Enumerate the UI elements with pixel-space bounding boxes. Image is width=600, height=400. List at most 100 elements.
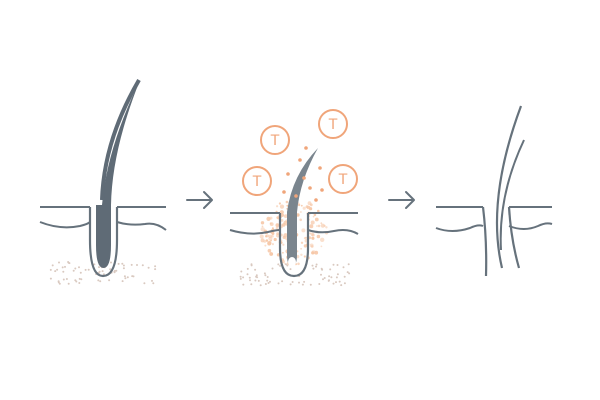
dermis-dot	[289, 283, 292, 286]
inflammation-dot	[320, 222, 323, 225]
cytokine-dot	[298, 158, 302, 162]
dermis-dot	[257, 279, 260, 282]
inflammation-dot	[301, 228, 306, 233]
inflammation-dot	[305, 236, 307, 239]
inflammation-dot	[311, 233, 315, 237]
dermis-dot	[311, 264, 314, 267]
dermis-dot	[286, 264, 289, 267]
inflammation-dot	[271, 227, 274, 230]
inflammation-dot	[279, 204, 285, 209]
dermis-dot	[320, 273, 322, 276]
dermis-dot	[336, 273, 339, 276]
dermis-dot	[108, 279, 111, 282]
inflammation-dot	[282, 243, 285, 246]
inflammation-dot	[300, 248, 302, 250]
inflammation-dot	[314, 217, 319, 222]
damaged-bulb	[288, 257, 296, 267]
inflammation-dot	[260, 227, 265, 232]
inflammation-dot	[282, 235, 286, 239]
inflammation-dot	[300, 241, 304, 244]
dermis-dot	[301, 283, 304, 286]
dermis-dot	[65, 278, 68, 280]
inflammation-dot	[268, 234, 272, 238]
inflammation-dot	[309, 224, 314, 229]
dermis-dot	[266, 276, 269, 278]
dermis-dot	[54, 270, 57, 273]
dermis-dot	[78, 282, 81, 284]
loose-hair-1	[495, 105, 523, 269]
cytokine-dot	[314, 198, 318, 202]
inflammation-dot	[269, 252, 274, 256]
dermis-dot	[309, 283, 312, 286]
inflammation-dot	[283, 220, 288, 225]
dermis-dot	[67, 261, 70, 263]
dermis-dot	[93, 263, 96, 266]
dermis-dot	[318, 283, 321, 285]
inflammation-dot	[320, 245, 323, 248]
inflammation-dot	[302, 206, 306, 210]
inflammation-dot	[264, 244, 267, 247]
inflammation-dot	[297, 262, 300, 266]
inflammation-dot	[296, 213, 300, 217]
inflammation-dot	[306, 205, 311, 210]
dermis-dot	[80, 278, 83, 281]
dermis-dot	[62, 278, 65, 281]
inflammation-dot	[284, 222, 286, 225]
inflammation-dot	[303, 255, 306, 258]
dermis-dot	[264, 274, 267, 277]
dermis-dot	[122, 264, 125, 267]
dermis-dot	[141, 264, 144, 267]
t-cell-label: T	[270, 133, 280, 149]
hair-bulb	[96, 80, 140, 268]
follicle-outline	[88, 207, 119, 278]
inflammation-dot	[310, 220, 315, 225]
dermis-dot	[328, 279, 330, 282]
inflammation-dot	[276, 205, 279, 208]
dermis-dot	[259, 284, 262, 287]
dermis-dot	[343, 282, 346, 285]
inflammation-dot	[278, 202, 281, 205]
inflammation-dot	[320, 237, 325, 242]
inflammation-dot	[313, 213, 317, 217]
dermis-dot	[239, 277, 242, 280]
dermis-dot	[61, 266, 64, 269]
dermis-dot	[315, 265, 317, 268]
dermis-dot	[110, 261, 112, 264]
dermis-dot	[74, 279, 77, 282]
inflammation-dot	[309, 232, 312, 235]
inflammation-dot	[311, 251, 315, 255]
t-cell-icon: T	[242, 166, 272, 196]
follicle-outline	[278, 213, 310, 278]
dermis-dot	[323, 277, 326, 279]
dermis-dot	[315, 263, 318, 266]
inflammation-dot	[260, 221, 265, 225]
arrow-right-icon	[388, 191, 415, 209]
dermis-dot	[256, 276, 259, 279]
dermis-dot	[151, 279, 153, 282]
dermis-dot	[242, 276, 245, 279]
inflammation-dot	[303, 244, 308, 248]
dermis-dot	[130, 263, 133, 266]
skin-line-wave	[229, 229, 359, 235]
t-cell-label: T	[252, 174, 262, 190]
dermis-dot	[320, 267, 323, 270]
dermis-dot	[136, 264, 138, 266]
dermis-dot	[49, 268, 52, 271]
inflammation-dot	[267, 242, 271, 246]
dermis-dot	[64, 265, 66, 268]
empty-follicle-right	[507, 206, 521, 269]
inflammation-dot	[320, 223, 325, 228]
dermis-dot	[263, 272, 266, 275]
dermis-dot	[74, 267, 77, 270]
loose-hair-2	[499, 139, 525, 251]
dermis-dot	[254, 268, 257, 271]
dermis-dot	[277, 263, 280, 266]
inflammation-dot	[285, 200, 289, 204]
inflammation-dot	[271, 243, 274, 246]
dermis-dot	[67, 282, 70, 285]
dermis-dot	[291, 281, 294, 283]
dermis-dot	[101, 270, 104, 273]
inflammation-dot	[276, 233, 280, 238]
inflammation-dot	[280, 219, 284, 222]
